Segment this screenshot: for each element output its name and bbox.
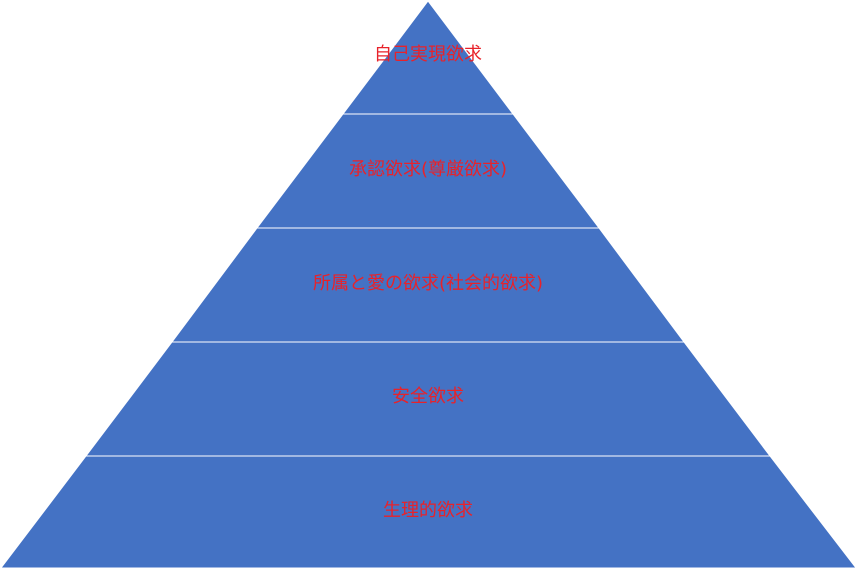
tier-belonging: 所属と愛の欲求(社会的欲求) <box>171 227 685 343</box>
tier-physiological: 生理的欲求 <box>0 455 857 569</box>
tier-self-actualization-label: 自己実現欲求 <box>374 44 482 65</box>
tier-esteem-label: 承認欲求(尊厳欲求) <box>349 159 507 180</box>
tier-self-actualization: 自己実現欲求 <box>341 0 515 115</box>
tier-physiological-shape <box>0 455 857 569</box>
tier-esteem: 承認欲求(尊厳欲求) <box>255 113 601 229</box>
tier-belonging-label: 所属と愛の欲求(社会的欲求) <box>313 273 543 294</box>
tier-safety: 安全欲求 <box>84 341 772 457</box>
tier-physiological-label: 生理的欲求 <box>383 500 473 521</box>
tier-safety-label: 安全欲求 <box>392 386 464 407</box>
